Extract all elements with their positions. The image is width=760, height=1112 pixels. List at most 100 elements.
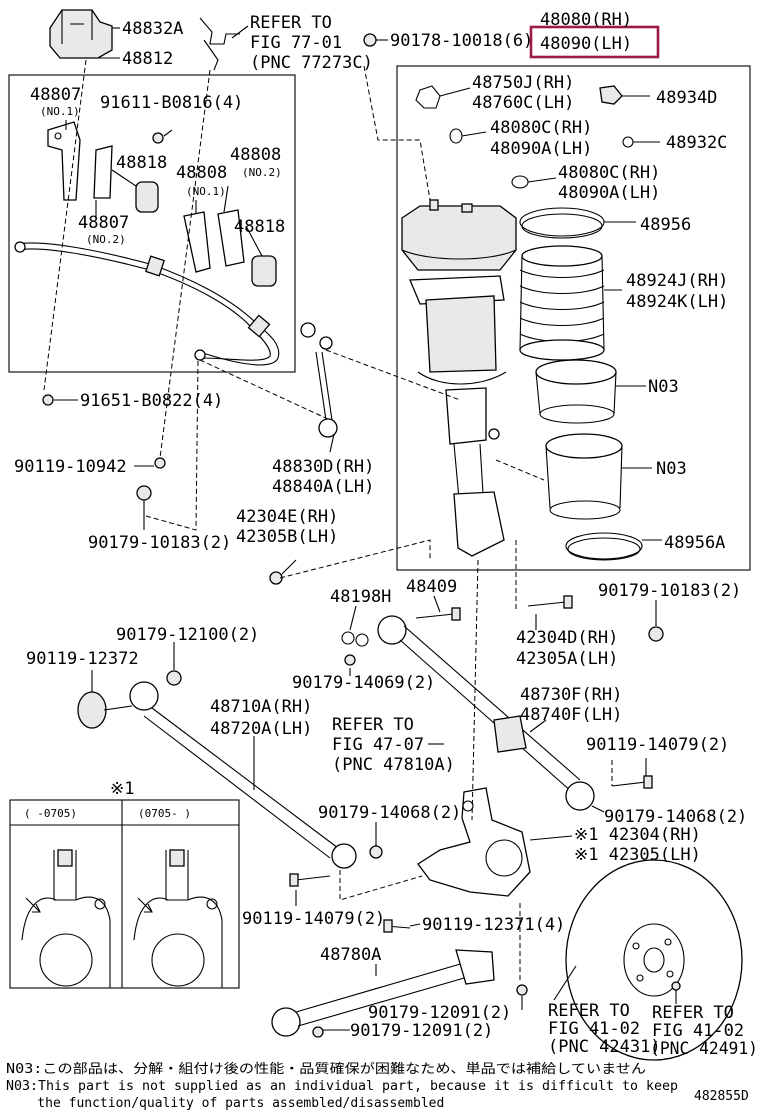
- label-90179-14068-a: 90179-14068(2): [318, 803, 461, 823]
- note-en-2: the function/quality of parts assembled/…: [6, 1096, 444, 1111]
- label-42305: ※1 42305(LH): [574, 845, 701, 865]
- dashed-lines: [43, 59, 613, 980]
- knuckle-42304: [417, 787, 531, 897]
- air-strut: [401, 199, 517, 557]
- oring-48080c-a: [449, 128, 463, 144]
- label-42305a: 42305A(LH): [516, 649, 618, 669]
- label-48710: 48710A(RH): [210, 697, 312, 717]
- leader-lines: [54, 25, 677, 1031]
- nut-90179-10183-b: [648, 626, 664, 642]
- label-48932: 48932C: [666, 133, 727, 153]
- refer-clip: [199, 17, 240, 71]
- label-48080-rh: 48080(RH): [540, 10, 632, 30]
- label-48750: 48750J(RH): [472, 73, 574, 93]
- label-48924k: 48924K(LH): [626, 292, 728, 312]
- label-48840: 48840A(LH): [272, 477, 374, 497]
- bolt-48409: [415, 607, 461, 621]
- label-90179-12091-a: 90179-12091(2): [368, 1003, 511, 1023]
- label-48934: 48934D: [656, 88, 717, 108]
- label-48807-no1: 48807: [30, 85, 81, 105]
- label-48830: 48830D(RH): [272, 457, 374, 477]
- inset-frame: [9, 799, 240, 989]
- label-48808-no2: 48808: [230, 145, 281, 165]
- sleeve-n03-a: [535, 359, 617, 424]
- label-48956: 48956: [640, 215, 691, 235]
- label-no2-a: (NO.2): [86, 233, 126, 246]
- note-jp: N03:この部品は、分解・組付け後の性能・品質確保が困難なため、単品では補給して…: [6, 1061, 646, 1077]
- label-refer-41a: REFER TO: [548, 1001, 630, 1021]
- label-48924j: 48924J(RH): [626, 271, 728, 291]
- clamp-48956: [519, 207, 605, 239]
- nut-90179-12100: [166, 670, 182, 686]
- bolt-90119-10942: [154, 457, 166, 469]
- label-90119-12372: 90119-12372: [26, 649, 139, 669]
- label-90179-14068-b: 90179-14068(2): [604, 807, 747, 827]
- nut-90179-12091-a: [516, 984, 528, 996]
- bolt-91651: [42, 394, 54, 406]
- label-n03-b: N03: [656, 459, 687, 479]
- label-90179-14069: 90179-14069(2): [292, 673, 435, 693]
- nut-90179-14068-a: [369, 845, 383, 859]
- label-90179-12100: 90179-12100(2): [116, 625, 259, 645]
- label-48956a: 48956A: [664, 533, 725, 553]
- clamp-48956a: [565, 532, 643, 561]
- label-91651: 91651-B0822(4): [80, 391, 223, 411]
- nut-90179-14069: [344, 654, 356, 666]
- label-48818-b: 48818: [234, 217, 285, 237]
- label-90179-12091-b: 90179-12091(2): [350, 1021, 493, 1041]
- label-48080c-b: 48080C(RH): [558, 163, 660, 183]
- label-inset-right: (0705- ): [138, 807, 191, 820]
- label-48090a-b: 48090A(LH): [558, 183, 660, 203]
- label-42304e: 42304E(RH): [236, 507, 338, 527]
- nut-90179-10183-a: [136, 485, 152, 501]
- label-48198: 48198H: [330, 587, 391, 607]
- label-90119-14079-b: 90119-14079(2): [242, 909, 385, 929]
- strut-frame: [396, 65, 751, 571]
- label-no2-b: (NO.2): [242, 166, 282, 179]
- label-48090-lh: 48090(LH): [540, 34, 632, 54]
- label-48720: 48720A(LH): [210, 719, 312, 739]
- connector-48934: [599, 85, 623, 105]
- label-48740: 48740F(LH): [520, 705, 622, 725]
- label-42305b: 42305B(LH): [236, 527, 338, 547]
- label-n03-a: N03: [648, 377, 679, 397]
- label-48760: 48760C(LH): [472, 93, 574, 113]
- bolt-90119-14079-b: [295, 875, 331, 881]
- label-48818-a: 48818: [116, 153, 167, 173]
- inset-detail-left: [21, 849, 111, 988]
- bracket-48807-no1: [47, 121, 81, 201]
- note-en-1: N03:This part is not supplied as an indi…: [6, 1079, 678, 1094]
- label-42304: ※1 42304(RH): [574, 825, 701, 845]
- arm-48780a: [271, 949, 495, 1037]
- diagram-id: 482855D: [694, 1089, 749, 1104]
- label-48780a: 48780A: [320, 945, 381, 965]
- boot-48924: [519, 245, 605, 361]
- label-90119-14079-a: 90119-14079(2): [586, 735, 729, 755]
- label-refer-47: REFER TO: [332, 715, 414, 735]
- label-refer-41a-fig: FIG 41-02: [548, 1019, 640, 1039]
- label-refer-77: REFER TO: [250, 13, 332, 33]
- label-90178: 90178-10018(6): [390, 31, 533, 51]
- label-48832a: 48832A: [122, 19, 183, 39]
- arm-48730: [377, 615, 595, 811]
- label-refer-47-pnc: (PNC 47810A): [332, 755, 455, 775]
- bolt-90119-14079-a: [611, 781, 647, 787]
- sleeve-n03-b: [545, 433, 623, 520]
- bolt-42304d: [527, 595, 573, 609]
- label-star1: ※1: [110, 779, 134, 799]
- bolt-90119-12372: [77, 691, 133, 729]
- label-90179-10183-b: 90179-10183(2): [598, 581, 741, 601]
- label-refer-41a-pnc: (PNC 42431): [548, 1037, 661, 1057]
- nut-90179-12091-b: [312, 1026, 324, 1038]
- bolt-42491: [671, 981, 681, 991]
- label-48080c-a: 48080C(RH): [490, 118, 592, 138]
- label-refer-41b: REFER TO: [652, 1003, 734, 1023]
- label-90119-12371: 90119-12371(4): [422, 915, 565, 935]
- label-48730: 48730F(RH): [520, 685, 622, 705]
- stabilizer-frame: [8, 74, 296, 373]
- label-48090a-a: 48090A(LH): [490, 139, 592, 159]
- label-refer-77-pnc: (PNC 77273C): [250, 53, 373, 73]
- bolt-91611: [152, 132, 164, 144]
- label-90179-10183-a: 90179-10183(2): [88, 533, 231, 553]
